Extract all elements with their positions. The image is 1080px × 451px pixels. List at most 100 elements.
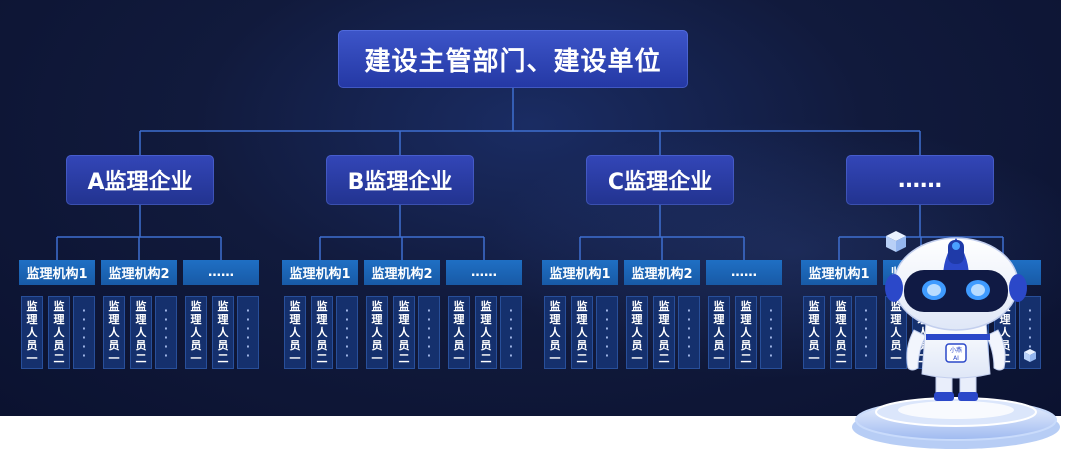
staff-char: 理: [135, 313, 147, 326]
staff-char: ·: [604, 339, 610, 353]
company-b: B监理企业: [326, 155, 474, 205]
staff-char: 理: [26, 313, 38, 326]
staff-char: ·: [1027, 330, 1033, 344]
staff-char: ·: [163, 312, 169, 326]
staff-char: ·: [768, 303, 774, 317]
staff-char: ·: [604, 330, 610, 344]
staff-char: ·: [686, 339, 692, 353]
staff-char: 员: [398, 339, 410, 352]
staff-member: 监理人员一: [366, 296, 388, 369]
staff-char: ·: [686, 312, 692, 326]
staff-char: 理: [289, 313, 301, 326]
robot-mascot: 小燕 AI: [852, 231, 1060, 449]
staff-char: 监: [890, 300, 902, 313]
staff-char: 一: [26, 352, 38, 365]
staff-char: ·: [426, 348, 432, 362]
org-box-label: ……: [471, 265, 497, 280]
staff-char: 监: [453, 300, 465, 313]
staff-char: ·: [686, 321, 692, 335]
staff-char: ·: [426, 312, 432, 326]
company-c: C监理企业: [586, 155, 734, 205]
staff-member: 监理人员二: [475, 296, 497, 369]
org-box-label: 监理机构2: [631, 267, 693, 282]
robot-visor: [904, 270, 1008, 312]
staff-char: 一: [631, 352, 643, 365]
staff-char: 一: [808, 352, 820, 365]
org-box: 监理机构1: [282, 260, 358, 285]
staff-member: 监理人员二: [311, 296, 333, 369]
staff-char: 员: [135, 339, 147, 352]
org-box: ……: [183, 260, 259, 285]
staff-char: 员: [316, 339, 328, 352]
staff-char: 人: [890, 326, 902, 339]
org-box-label: ……: [208, 265, 234, 280]
staff-char: 理: [398, 313, 410, 326]
staff-char: ·: [426, 321, 432, 335]
staff-char: ·: [508, 303, 514, 317]
staff-more: ······: [418, 296, 440, 369]
staff-char: 监: [576, 300, 588, 313]
staff-char: 理: [835, 313, 847, 326]
org-box: 监理机构1: [542, 260, 618, 285]
staff-char: 理: [190, 313, 202, 326]
staff-more: ······: [73, 296, 95, 369]
staff-char: 监: [26, 300, 38, 313]
staff-char: 员: [740, 339, 752, 352]
staff-member: 监理人员一: [626, 296, 648, 369]
staff-char: 监: [480, 300, 492, 313]
org-box: 监理机构2: [364, 260, 440, 285]
staff-char: 理: [576, 313, 588, 326]
staff-char: ·: [81, 321, 87, 335]
staff-char: 人: [658, 326, 670, 339]
staff-char: ·: [863, 330, 869, 344]
staff-char: ·: [163, 330, 169, 344]
staff-member: 监理人员一: [803, 296, 825, 369]
staff-char: ·: [81, 348, 87, 362]
staff-char: ·: [508, 330, 514, 344]
staff-char: 员: [835, 339, 847, 352]
staff-char: 人: [289, 326, 301, 339]
org-box-label: 监理机构2: [108, 267, 170, 282]
staff-member: 监理人员二: [571, 296, 593, 369]
staff-char: 员: [808, 339, 820, 352]
staff-char: 二: [576, 352, 588, 365]
staff-char: 一: [713, 352, 725, 365]
staff-char: 理: [658, 313, 670, 326]
staff-char: ·: [344, 321, 350, 335]
staff-char: ·: [163, 348, 169, 362]
staff-char: ·: [508, 312, 514, 326]
root-node: 建设主管部门、建设单位: [338, 30, 688, 88]
staff-more: ······: [336, 296, 358, 369]
staff-char: ·: [245, 312, 251, 326]
staff-char: 人: [135, 326, 147, 339]
staff-more: ······: [596, 296, 618, 369]
staff-char: 一: [890, 352, 902, 365]
org-box-label: 监理机构1: [808, 267, 870, 282]
staff-char: 员: [26, 339, 38, 352]
staff-char: 员: [890, 339, 902, 352]
staff-char: 理: [713, 313, 725, 326]
staff-member: 监理人员二: [653, 296, 675, 369]
staff-char: 理: [217, 313, 229, 326]
staff-char: ·: [163, 321, 169, 335]
staff-char: 人: [26, 326, 38, 339]
staff-char: 二: [398, 352, 410, 365]
staff-char: ·: [863, 303, 869, 317]
root-node-label: 建设主管部门、建设单位: [364, 46, 662, 77]
org-box: 监理机构1: [19, 260, 95, 285]
staff-char: ·: [768, 312, 774, 326]
staff-char: 监: [835, 300, 847, 313]
staff-char: ·: [426, 330, 432, 344]
staff-char: 二: [135, 352, 147, 365]
staff-char: ·: [81, 339, 87, 353]
staff-char: 二: [835, 352, 847, 365]
staff-char: 理: [480, 313, 492, 326]
staff-char: ·: [604, 321, 610, 335]
staff-char: ·: [768, 339, 774, 353]
org-box-label: 监理机构1: [289, 267, 351, 282]
staff-char: 人: [999, 326, 1011, 339]
staff-member: 监理人员一: [103, 296, 125, 369]
company-more-label: ……: [898, 167, 942, 193]
robot-badge-line1: 小燕: [950, 346, 962, 354]
staff-more: ······: [500, 296, 522, 369]
